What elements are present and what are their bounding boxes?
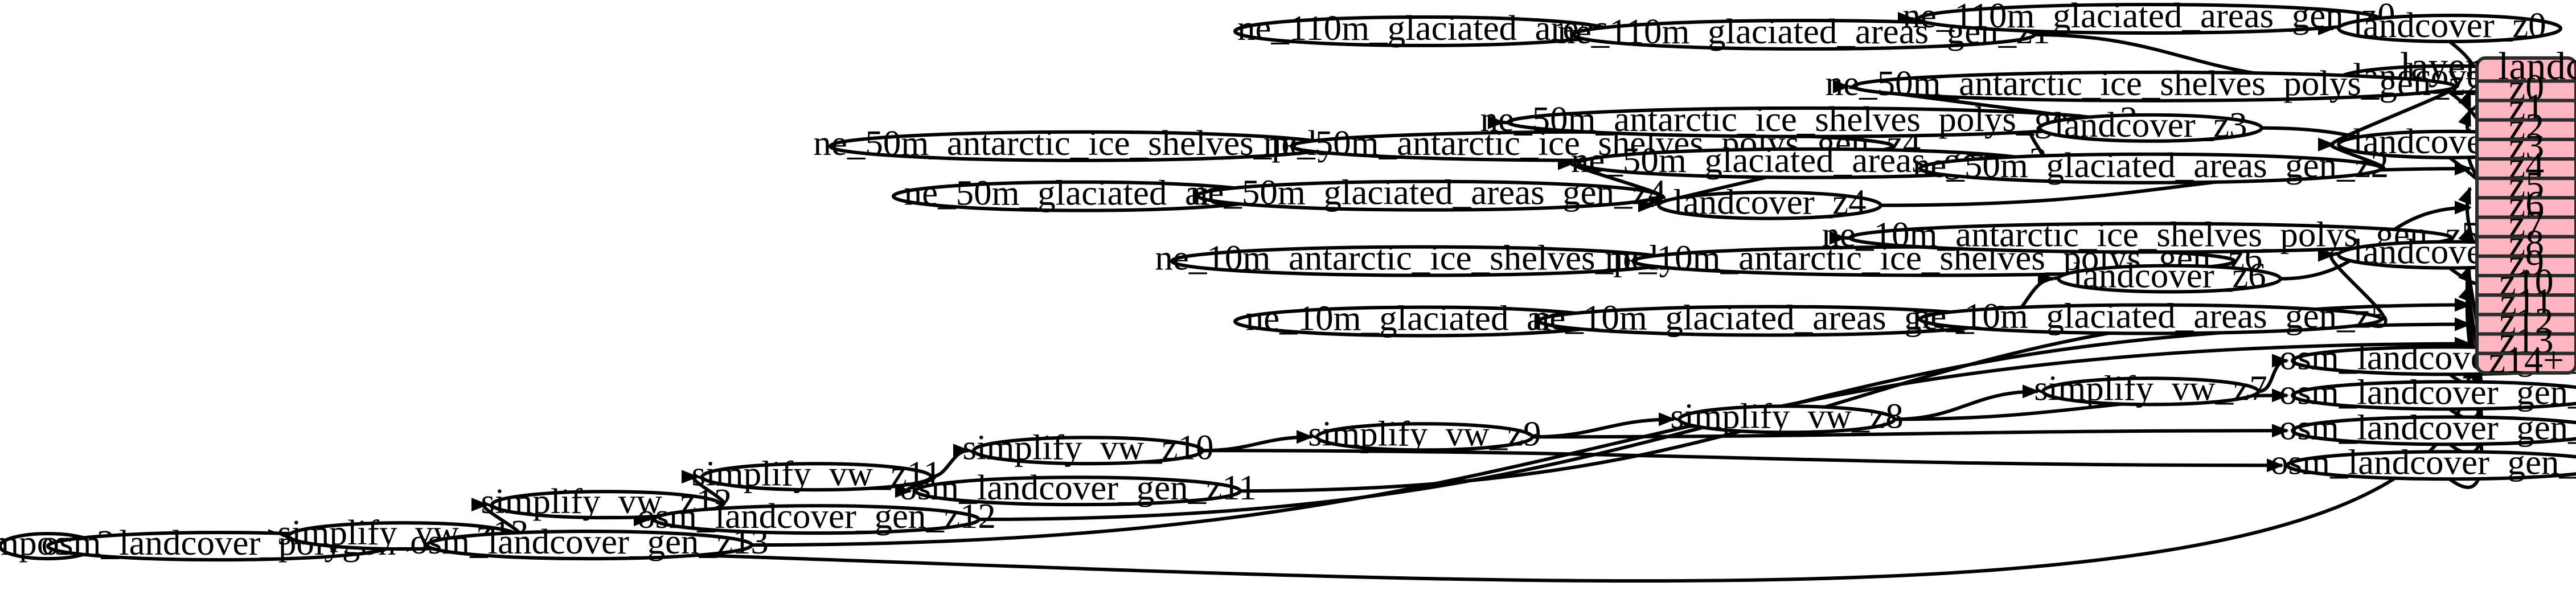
edge-ne_50m_glaciated_areas_gen_z2-to-landcover_z2	[2317, 137, 2385, 170]
node-osm_landcover_gen_z9[interactable]: osm_landcover_gen_z9	[2279, 407, 2576, 447]
node-label: osm_landcover_gen_z9	[2279, 407, 2576, 447]
node-shape	[653, 504, 981, 535]
node-ne_10m_glaciated_areas_gen_z5[interactable]: ne_10m_glaciated_areas_gen_z5	[1913, 296, 2389, 336]
node-shape	[2337, 13, 2562, 43]
node-label: ne_50m_glaciated_areas_gen_z2	[1913, 145, 2389, 185]
node-layer: imposm3osm_landcover_polygonsimplify_vw_…	[0, 0, 2576, 563]
node-landcover_z0[interactable]: landcover_z0	[2337, 5, 2562, 45]
node-ne_110m_glaciated_areas_gen_z1[interactable]: ne_110m_glaciated_areas_gen_z1	[1557, 11, 2050, 51]
node-label: ne_10m_glaciated_areas_gen_z5	[1913, 296, 2389, 336]
node-label: ne_50m_antarctic_ice_shelves_polys_gen_z…	[1826, 63, 2483, 103]
edge-ne_10m_glaciated_areas_gen_z5-to-landcover_z5	[2317, 248, 2385, 321]
node-ne_50m_glaciated_areas_gen_z4[interactable]: ne_50m_glaciated_areas_gen_z4	[1190, 173, 1666, 212]
node-shape	[1196, 179, 1660, 212]
node-shape	[490, 490, 723, 520]
edge-simplify_vw_z10-to-simplify_vw_z9	[1202, 430, 1314, 453]
edge-simplify_vw_z10-to-osm_landcover_gen_z10	[1202, 449, 2284, 473]
node-osm_landcover_gen_z8[interactable]: osm_landcover_gen_z8	[2279, 372, 2576, 412]
node-label: ne_50m_glaciated_areas_gen_z4	[1190, 173, 1666, 212]
node-shape	[2038, 113, 2263, 143]
node-shape	[2286, 450, 2576, 481]
node-label: ne_110m_glaciated_areas_gen_z0	[1902, 0, 2395, 35]
node-shape	[1315, 422, 1534, 452]
node-shape	[1848, 222, 2453, 254]
node-osm_landcover_gen_z12[interactable]: osm_landcover_gen_z12	[637, 496, 996, 536]
node-shape	[2291, 415, 2576, 446]
node-shape	[2041, 376, 2260, 407]
edge-osm_landcover_gen_z13-to-table-z13	[751, 337, 2472, 547]
node-label: ne_50m_antarctic_ice_shelves_polys_gen_z…	[1480, 99, 2138, 139]
table-row-z14+[interactable]: z14+	[2475, 339, 2576, 381]
node-shape	[1677, 404, 1896, 434]
node-label: ne_10m_antarctic_ice_shelves_polys	[1155, 238, 1691, 278]
node-ne_50m_antarctic_ice_shelves_polys[interactable]: ne_50m_antarctic_ice_shelves_polys	[813, 123, 1349, 163]
layer-landcover-table: layer_landcoverz0z1z2z3z4z5z6z7z8z9z10z1…	[2400, 44, 2576, 381]
node-shape	[1852, 70, 2456, 102]
node-label: landcover_z6	[2073, 256, 2266, 296]
node-shape	[1918, 303, 2383, 335]
table-row-z0[interactable]: z0	[2475, 67, 2576, 109]
node-osm_landcover_gen_z11[interactable]: osm_landcover_gen_z11	[899, 468, 1256, 507]
node-label: simplify_vw_z8	[1670, 396, 1903, 436]
node-shape	[1572, 18, 2036, 51]
table-cell-label: z14+	[2489, 339, 2564, 381]
node-shape	[1918, 152, 2383, 184]
node-label: landcover_z0	[2353, 5, 2546, 45]
node-landcover_z4[interactable]: landcover_z4	[1657, 182, 1882, 222]
node-label: simplify_vw_z11	[692, 453, 942, 493]
node-shape	[425, 530, 753, 561]
node-osm_landcover_gen_z10[interactable]: osm_landcover_gen_z10	[2270, 442, 2576, 482]
node-ne_110m_glaciated_areas[interactable]: ne_110m_glaciated_areas	[1233, 8, 1613, 48]
node-simplify_vw_z11[interactable]: simplify_vw_z11	[692, 453, 942, 493]
node-shape	[972, 436, 1204, 466]
node-label: osm_landcover_gen_z11	[899, 468, 1256, 507]
node-ne_10m_antarctic_ice_shelves_polys[interactable]: ne_10m_antarctic_ice_shelves_polys	[1155, 238, 1691, 278]
node-label: simplify_vw_z7	[2034, 368, 2267, 408]
node-ne_110m_glaciated_areas_gen_z0[interactable]: ne_110m_glaciated_areas_gen_z0	[1902, 0, 2395, 35]
edge-simplify_vw_z7-to-osm_landcover_gen_z7	[2258, 354, 2289, 393]
node-ne_50m_glaciated_areas_gen_z2[interactable]: ne_50m_glaciated_areas_gen_z2	[1913, 145, 2389, 185]
node-label: ne_50m_antarctic_ice_shelves_polys	[813, 123, 1349, 163]
node-label: osm_landcover_gen_z10	[2270, 442, 2576, 482]
node-simplify_vw_z9[interactable]: simplify_vw_z9	[1308, 413, 1541, 453]
node-label: simplify_vw_z10	[963, 427, 1214, 467]
node-ne_50m_antarctic_ice_shelves_polys_gen_z3[interactable]: ne_50m_antarctic_ice_shelves_polys_gen_z…	[1480, 99, 2138, 139]
node-landcover_z3[interactable]: landcover_z3	[2038, 105, 2263, 145]
node-shape	[914, 475, 1242, 507]
node-shape	[2291, 380, 2576, 411]
node-ne_10m_glaciated_areas[interactable]: ne_10m_glaciated_areas	[1233, 298, 1613, 338]
node-simplify_vw_z8[interactable]: simplify_vw_z8	[1670, 396, 1903, 436]
node-shape	[700, 462, 933, 492]
node-landcover_z6[interactable]: landcover_z6	[2057, 256, 2282, 296]
node-shape	[1657, 190, 1882, 220]
node-label: landcover_z3	[2054, 105, 2247, 145]
node-simplify_vw_z7[interactable]: simplify_vw_z7	[2034, 368, 2267, 408]
node-simplify_vw_z10[interactable]: simplify_vw_z10	[963, 427, 1214, 467]
edge-ne_50m_glaciated_areas_gen_z4-to-landcover_z4	[1638, 194, 1665, 212]
node-ne_10m_antarctic_ice_shelves_polys_gen_z5[interactable]: ne_10m_antarctic_ice_shelves_polys_gen_z…	[1822, 215, 2480, 255]
node-label: simplify_vw_z9	[1308, 413, 1541, 453]
node-ne_50m_glaciated_areas_gen_z3[interactable]: ne_50m_glaciated_areas_gen_z3	[1571, 140, 2047, 180]
node-label: osm_landcover_gen_z12	[637, 496, 996, 536]
node-label: landcover_z4	[1673, 182, 1866, 222]
node-label: osm_landcover_gen_z8	[2279, 372, 2576, 412]
node-shape	[2057, 264, 2282, 294]
node-label: ne_110m_glaciated_areas	[1237, 8, 1609, 48]
node-ne_50m_antarctic_ice_shelves_polys_gen_z2[interactable]: ne_50m_antarctic_ice_shelves_polys_gen_z…	[1826, 63, 2483, 103]
edge-simplify_vw_z11-to-simplify_vw_z10	[930, 444, 970, 479]
edge-simplify_vw_z12-to-simplify_vw_z11	[681, 470, 726, 507]
